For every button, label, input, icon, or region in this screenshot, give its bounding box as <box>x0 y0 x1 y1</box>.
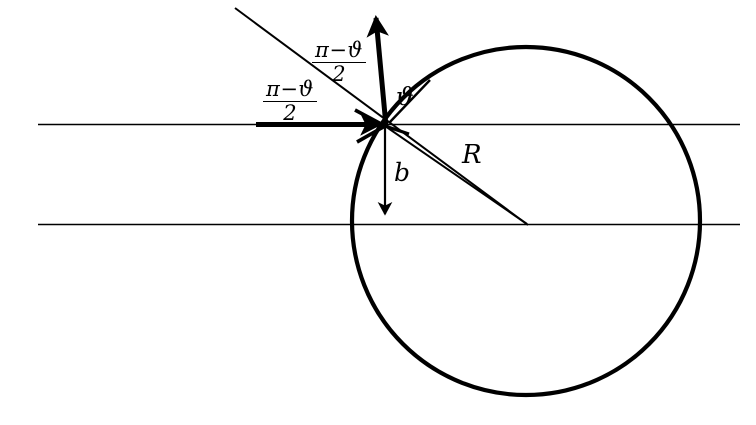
outgoing-scattered-ray <box>366 14 389 127</box>
fraction-upper-numerator: π−ϑ <box>312 40 366 63</box>
vertex-spoke-right <box>384 124 410 136</box>
minus-symbol-lower: − <box>280 77 299 101</box>
theta-symbol-lower: ϑ <box>298 77 314 101</box>
scattering-sphere-circle <box>349 44 703 398</box>
impact-parameter-label: b <box>394 158 411 187</box>
angle-label-half-lower: π−ϑ 2 <box>263 79 317 124</box>
pi-symbol-upper: π <box>315 38 330 62</box>
minus-symbol-upper: − <box>329 38 348 62</box>
radius-line <box>384 125 528 225</box>
fraction-upper-denominator: 2 <box>332 62 346 86</box>
pi-symbol-lower: π <box>266 77 281 101</box>
scattering-angle-label: ϑ <box>396 82 414 111</box>
fraction-lower-numerator: π−ϑ <box>263 79 317 102</box>
vertex-spoke-lower-left <box>356 124 386 144</box>
fraction-upper: π−ϑ 2 <box>312 40 366 85</box>
radius-label: R <box>462 140 482 170</box>
fraction-lower-denominator: 2 <box>283 101 297 125</box>
tangent-tick-mark <box>388 79 431 124</box>
theta-symbol-upper: ϑ <box>347 38 363 62</box>
angle-label-half-upper: π−ϑ 2 <box>312 40 366 85</box>
fraction-lower: π−ϑ 2 <box>263 79 317 124</box>
vertex-spoke-upper-left <box>354 108 386 128</box>
